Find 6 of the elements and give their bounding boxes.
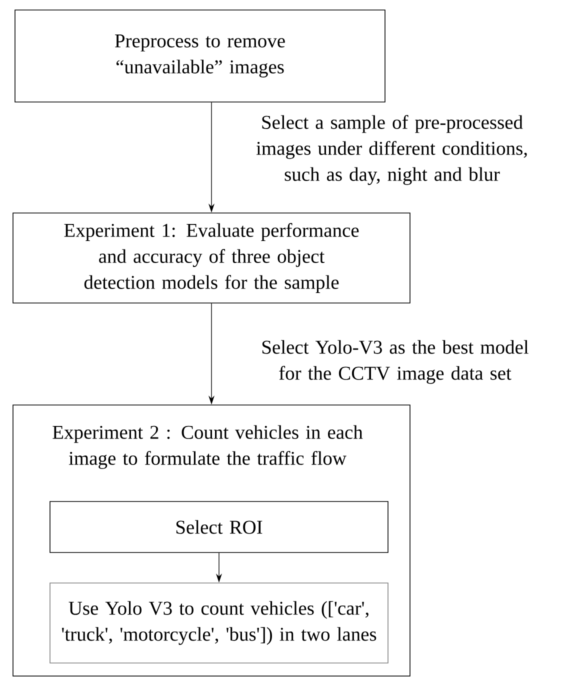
process-box: Preprocess to remove “unavailable” images <box>14 10 386 102</box>
edge-label: Select Yolo-V3 as the best model for the CCTV image data set <box>262 340 528 384</box>
process-box: Experiment 1: Evaluate performance and accuracy of three object detection models for the sample <box>12 212 410 304</box>
process-box: Use Yolo V3 to count vehicles (['car', 'truck', 'motorcycle', 'bus']) in two lanes <box>50 582 388 664</box>
edge-label: Select a sample of pre-processed images under different conditions, such as day, night and blur <box>256 115 527 185</box>
process-box: Select ROI <box>50 501 388 553</box>
